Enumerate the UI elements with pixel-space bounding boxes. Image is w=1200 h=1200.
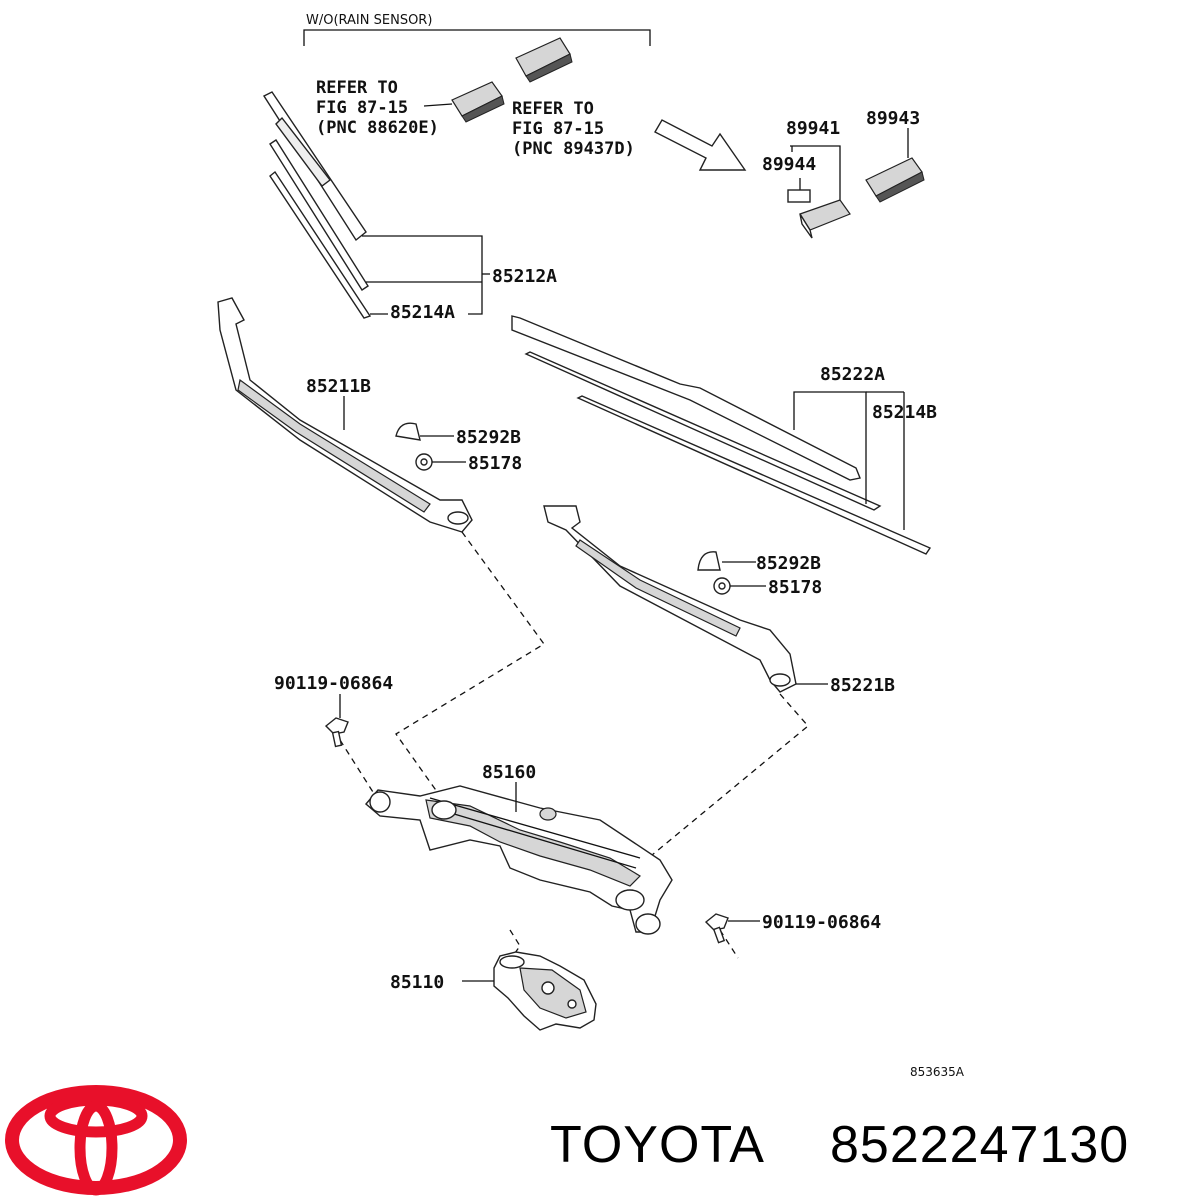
part-85222A: 85222A: [820, 364, 885, 385]
brand-part-number: 8522247130: [830, 1116, 1129, 1174]
ref-left-line3: (PNC 88620E): [316, 118, 439, 138]
toyota-logo: [5, 1085, 187, 1196]
variant-label: W/O(RAIN SENSOR): [306, 13, 432, 28]
part-85221B: 85221B: [830, 675, 895, 696]
part-90119-right: 90119-06864: [762, 912, 881, 933]
part-90119-left: 90119-06864: [274, 673, 393, 694]
variant-bracket: W/O(RAIN SENSOR): [303, 13, 651, 46]
ref-left-line2: FIG 87-15: [316, 98, 408, 118]
pad-89944-icon: [787, 189, 811, 203]
sensor-module-center: [515, 37, 573, 83]
part-85160: 85160: [482, 762, 536, 783]
sensor-module-left: [423, 81, 505, 123]
part-85214B: 85214B: [872, 402, 937, 423]
part-85214A: 85214A: [390, 302, 455, 323]
right-blade: [511, 315, 932, 555]
brand-name: TOYOTA: [550, 1116, 765, 1174]
part-85211B: 85211B: [306, 376, 371, 397]
part-89943: 89943: [866, 108, 920, 129]
ref-left-line1: REFER TO: [316, 78, 398, 98]
part-85178-right: 85178: [768, 577, 822, 598]
cluster-89941: [787, 128, 925, 239]
cap-85292B-left-icon: [395, 422, 421, 441]
left-blade: [262, 91, 372, 319]
bolt-90119-left-icon: [324, 717, 349, 748]
ref-right-line2: FIG 87-15: [512, 119, 604, 139]
part-85292B-left: 85292B: [456, 427, 521, 448]
wiper-linkage: [365, 785, 673, 935]
ref-right-line1: REFER TO: [512, 99, 594, 119]
part-85212A: 85212A: [492, 266, 557, 287]
nut-85178-right-icon: [713, 577, 731, 595]
nut-85178-left-icon: [415, 453, 433, 471]
right-arm: [543, 505, 797, 693]
left-arm: [217, 297, 473, 533]
bolt-90119-right-icon: [704, 913, 729, 944]
ref-right-line3: (PNC 89437D): [512, 139, 635, 159]
wiper-motor: [493, 951, 597, 1031]
part-89944: 89944: [762, 154, 816, 175]
part-85110: 85110: [390, 972, 444, 993]
part-89941: 89941: [786, 118, 840, 139]
part-85292B-right: 85292B: [756, 553, 821, 574]
figure-code: 853635A: [910, 1065, 965, 1079]
direction-arrow-icon: [654, 119, 747, 171]
part-85178-left: 85178: [468, 453, 522, 474]
cap-85292B-right-icon: [697, 551, 721, 571]
